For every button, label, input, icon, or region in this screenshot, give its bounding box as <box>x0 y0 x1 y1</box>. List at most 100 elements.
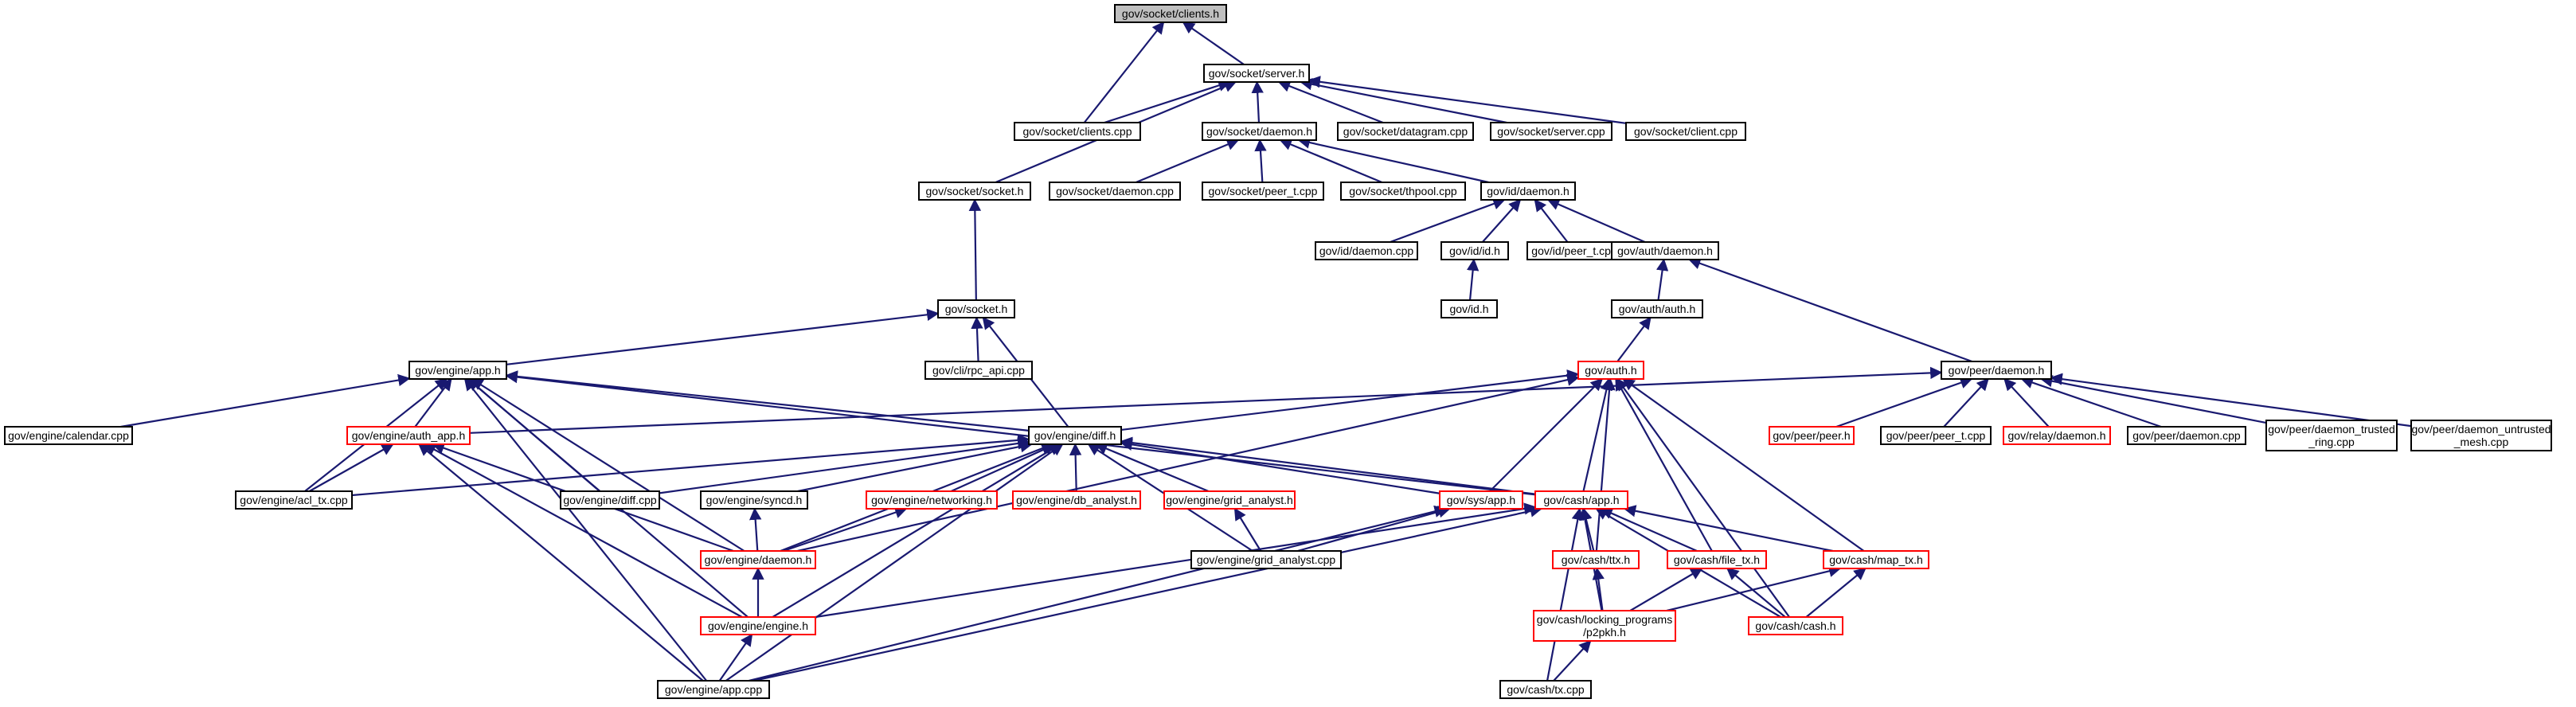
edge-server_h-to-clients_h <box>1182 21 1245 65</box>
node-cash_tx_cpp[interactable]: gov/cash/tx.cpp <box>1499 680 1592 699</box>
node-cash_app_h[interactable]: gov/cash/app.h <box>1534 490 1628 510</box>
node-id_peer_t_cpp[interactable]: gov/id/peer_t.cpp <box>1526 241 1622 260</box>
node-db_analyst_h[interactable]: gov/engine/db_analyst.h <box>1012 490 1141 510</box>
edge-p2pkh_h-to-cash_file_tx_h <box>1629 568 1703 611</box>
edge-auth_h-to-auth_auth_h <box>1616 316 1652 362</box>
node-box <box>1439 490 1523 510</box>
node-engine_app_cpp[interactable]: gov/engine/app.cpp <box>657 680 770 699</box>
node-relay_daemon_h[interactable]: gov/relay/daemon.h <box>2003 426 2111 445</box>
node-auth_h[interactable]: gov/auth.h <box>1577 361 1644 380</box>
node-sys_app_h[interactable]: gov/sys/app.h <box>1439 490 1523 510</box>
edge-server_cpp-to-server_h <box>1300 78 1507 124</box>
node-calendar_cpp[interactable]: gov/engine/calendar.cpp <box>4 426 133 445</box>
node-acl_tx_cpp[interactable]: gov/engine/acl_tx.cpp <box>235 490 353 510</box>
node-label: gov/engine/db_analyst.h <box>1016 494 1137 506</box>
node-id_daemon_h[interactable]: gov/id/daemon.h <box>1480 182 1576 201</box>
node-box <box>2127 426 2246 445</box>
edge-client_cpp-to-server_h <box>1308 76 1627 124</box>
node-auth_daemon_h[interactable]: gov/auth/daemon.h <box>1611 241 1719 260</box>
node-clients_cpp[interactable]: gov/socket/clients.cpp <box>1014 122 1141 141</box>
node-socket_socket_h[interactable]: gov/socket/socket.h <box>918 182 1031 201</box>
node-p2pkh_h[interactable]: gov/cash/locking_programs/p2pkh.h <box>1533 610 1676 642</box>
node-peer_daemon_cpp[interactable]: gov/peer/daemon.cpp <box>2127 426 2246 445</box>
node-thpool_cpp[interactable]: gov/socket/thpool.cpp <box>1340 182 1466 201</box>
node-box <box>1499 680 1592 699</box>
node-datagram_cpp[interactable]: gov/socket/datagram.cpp <box>1337 122 1474 141</box>
node-diff_h[interactable]: gov/engine/diff.h <box>1028 426 1122 445</box>
edge-engine_app_h-to-socket_h <box>506 308 940 365</box>
node-label: gov/cash/map_tx.h <box>1829 553 1923 566</box>
node-label: gov/socket/daemon.h <box>1206 125 1312 138</box>
node-label: gov/socket/daemon.cpp <box>1056 185 1174 197</box>
node-box <box>924 361 1033 380</box>
node-auth_auth_h[interactable]: gov/auth/auth.h <box>1611 299 1703 318</box>
edge-db_analyst_h-to-diff_h <box>1069 443 1082 492</box>
node-label: gov/engine/acl_tx.cpp <box>240 494 348 506</box>
node-untrusted_mesh_cpp[interactable]: gov/peer/daemon_untrusted_mesh.cpp <box>2410 420 2552 451</box>
node-cash_cash_h[interactable]: gov/cash/cash.h <box>1748 616 1843 635</box>
node-grid_analyst_cpp[interactable]: gov/engine/grid_analyst.cpp <box>1190 550 1342 569</box>
node-box <box>657 680 770 699</box>
node-cash_map_tx_h[interactable]: gov/cash/map_tx.h <box>1823 550 1929 569</box>
node-box <box>1028 426 1122 445</box>
node-box <box>4 426 133 445</box>
node-box <box>1480 182 1576 201</box>
node-box <box>1625 122 1746 141</box>
node-networking_h[interactable]: gov/engine/networking.h <box>866 490 998 510</box>
node-label: gov/engine/grid_analyst.cpp <box>1197 553 1336 566</box>
node-engine_engine_h[interactable]: gov/engine/engine.h <box>700 616 816 635</box>
node-peer_peer_t_cpp[interactable]: gov/peer/peer_t.cpp <box>1880 426 1992 445</box>
node-diff_cpp[interactable]: gov/engine/diff.cpp <box>560 490 660 510</box>
node-label: gov/socket/server.cpp <box>1497 125 1605 138</box>
node-server_cpp[interactable]: gov/socket/server.cpp <box>1490 122 1612 141</box>
node-label: gov/auth.h <box>1585 364 1636 377</box>
node-label: gov/engine/app.cpp <box>665 683 762 696</box>
node-peer_daemon_h[interactable]: gov/peer/daemon.h <box>1941 361 2052 380</box>
edge-id_daemon_cpp-to-id_daemon_h <box>1390 197 1506 244</box>
edge-layer <box>120 21 2412 682</box>
node-label: gov/id/daemon.cpp <box>1319 244 1414 257</box>
node-label: gov/peer/daemon_trusted <box>2268 423 2395 436</box>
node-rpc_api_cpp[interactable]: gov/cli/rpc_api.cpp <box>924 361 1033 380</box>
node-box <box>2003 426 2111 445</box>
node-grid_analyst_h[interactable]: gov/engine/grid_analyst.h <box>1163 490 1296 510</box>
node-cash_file_tx_h[interactable]: gov/cash/file_tx.h <box>1667 550 1767 569</box>
edge-relay_daemon_h-to-peer_daemon_h <box>2003 377 2050 428</box>
edge-engine_daemon_h-to-networking_h <box>783 506 908 553</box>
edge-sock_peer_t_cpp-to-sock_daemon_h <box>1254 139 1267 183</box>
edge-cash_app_h-to-diff_h <box>1120 436 1536 495</box>
node-id_daemon_cpp[interactable]: gov/id/daemon.cpp <box>1315 241 1418 260</box>
node-label: gov/sys/app.h <box>1447 494 1515 506</box>
node-id_id_h[interactable]: gov/id/id.h <box>1440 241 1509 260</box>
node-label: gov/id.h <box>1449 303 1488 315</box>
node-sock_peer_t_cpp[interactable]: gov/socket/peer_t.cpp <box>1202 182 1324 201</box>
node-label: gov/cash/locking_programs <box>1537 613 1672 626</box>
node-peer_h[interactable]: gov/peer/peer.h <box>1769 426 1855 445</box>
node-sock_daemon_cpp[interactable]: gov/socket/daemon.cpp <box>1049 182 1181 201</box>
node-cash_ttx_h[interactable]: gov/cash/ttx.h <box>1552 550 1640 569</box>
edge-diff_cpp-to-diff_h <box>659 437 1030 494</box>
node-label: gov/engine/calendar.cpp <box>8 429 129 442</box>
node-box <box>937 299 1015 318</box>
node-box <box>866 490 998 510</box>
node-box <box>1440 241 1509 260</box>
node-client_cpp[interactable]: gov/socket/client.cpp <box>1625 122 1746 141</box>
edge-grid_analyst_h-to-diff_h <box>1094 443 1210 493</box>
edge-peer_daemon_h-to-auth_daemon_h <box>1688 257 1972 363</box>
node-label: gov/engine/app.h <box>415 364 500 377</box>
node-server_h[interactable]: gov/socket/server.h <box>1203 64 1310 83</box>
node-sock_daemon_h[interactable]: gov/socket/daemon.h <box>1202 122 1317 141</box>
node-engine_daemon_h[interactable]: gov/engine/daemon.h <box>700 550 816 569</box>
node-auth_app_h[interactable]: gov/engine/auth_app.h <box>346 426 471 445</box>
node-engine_app_h[interactable]: gov/engine/app.h <box>408 361 507 380</box>
node-label: gov/peer/daemon_untrusted <box>2411 423 2551 436</box>
edge-id_peer_t_cpp-to-id_daemon_h <box>1534 198 1569 243</box>
node-socket_h[interactable]: gov/socket.h <box>937 299 1015 318</box>
edge-engine_app_cpp-to-sys_app_h <box>749 505 1447 682</box>
node-box <box>560 490 660 510</box>
node-syncd_h[interactable]: gov/engine/syncd.h <box>700 490 808 510</box>
edge-clients_cpp-to-server_h <box>1104 79 1231 124</box>
node-id_h[interactable]: gov/id.h <box>1440 299 1498 318</box>
node-trusted_ring_cpp[interactable]: gov/peer/daemon_trusted_ring.cpp <box>2265 420 2398 451</box>
edge-grid_analyst_cpp-to-grid_analyst_h <box>1233 507 1262 552</box>
